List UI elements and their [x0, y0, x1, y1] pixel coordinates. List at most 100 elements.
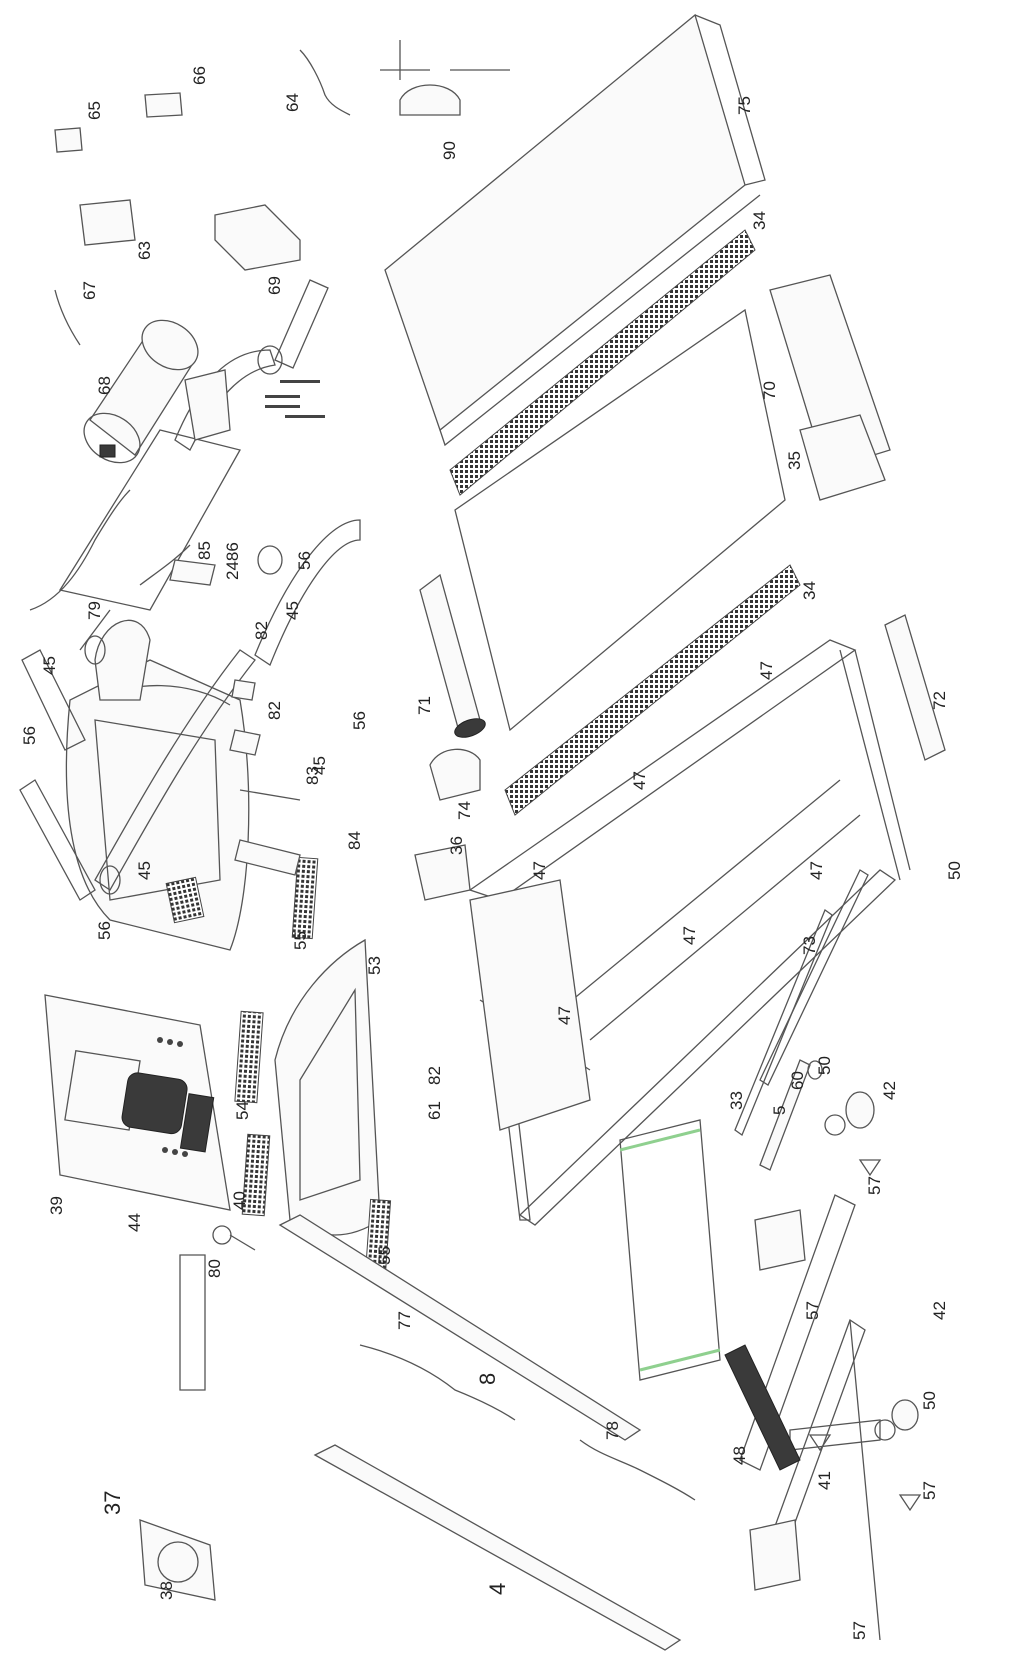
front-roller-part-71 — [419, 573, 486, 738]
console-display-part — [44, 994, 231, 1211]
pulse-sensor-part-84 — [234, 839, 301, 876]
label-p74: 74 — [455, 801, 474, 820]
console-base-plate-part — [139, 1519, 216, 1601]
label-p47b: 47 — [630, 771, 649, 790]
lift-tube-part-5 — [759, 1059, 811, 1171]
label-p82b: 82 — [252, 621, 271, 640]
label-p41: 41 — [815, 1471, 834, 1490]
label-p35: 35 — [785, 451, 804, 470]
label-p77: 77 — [395, 1311, 414, 1330]
label-p53: 53 — [365, 956, 384, 975]
filter-part-66 — [144, 92, 183, 118]
label-p42a: 42 — [880, 1081, 899, 1100]
label-p68: 68 — [95, 376, 114, 395]
label-p56d: 56 — [295, 551, 314, 570]
label-p71: 71 — [415, 696, 434, 715]
pulse-sensor-part-2486 — [169, 559, 216, 586]
motor-controller-part-69 — [214, 204, 301, 271]
label-p33: 33 — [727, 1091, 746, 1110]
label-p8: 8 — [475, 1373, 500, 1385]
motor-cover-part — [274, 938, 381, 1236]
label-p56b: 56 — [20, 726, 39, 745]
wheel-assembly-lower — [874, 1399, 919, 1441]
label-p37: 37 — [100, 1491, 125, 1515]
label-p50a: 50 — [945, 861, 964, 880]
label-p54: 54 — [233, 1101, 252, 1120]
label-p66: 66 — [190, 66, 209, 85]
label-p34a: 34 — [750, 211, 769, 230]
motor-bolts — [265, 380, 325, 418]
label-p45d: 45 — [283, 601, 302, 620]
rear-foot-part-74 — [429, 748, 481, 801]
console-cover-part — [94, 619, 151, 701]
inductor-part-65 — [54, 127, 83, 153]
label-p90: 90 — [440, 141, 459, 160]
wheel-assembly-upper — [807, 1060, 875, 1136]
label-p47a: 47 — [530, 861, 549, 880]
label-p57a: 57 — [865, 1176, 884, 1195]
motor-cover-grille-left — [241, 1133, 271, 1217]
label-p57d: 57 — [850, 1621, 869, 1640]
label-p67: 67 — [80, 281, 99, 300]
pulse-sensor-part-83 — [239, 789, 301, 801]
label-p63: 63 — [135, 241, 154, 260]
pulse-sensor-part-82b — [231, 679, 256, 701]
foam-grip-part-48 — [724, 1344, 801, 1471]
label-p47c: 47 — [757, 661, 776, 680]
power-cable-part-64 — [299, 49, 351, 116]
label-p60: 60 — [788, 1071, 807, 1090]
label-p47f: 47 — [807, 861, 826, 880]
running-deck-part — [384, 13, 766, 447]
running-belt-part-70 — [454, 308, 786, 732]
leveler-feet — [808, 1159, 922, 1512]
label-p80: 80 — [205, 1259, 224, 1278]
label-p36: 36 — [447, 836, 466, 855]
incline-actuator-part-73 — [759, 869, 869, 1086]
label-p56c: 56 — [350, 711, 369, 730]
label-p79: 79 — [85, 601, 104, 620]
label-p2486: 2486 — [223, 542, 242, 580]
label-p47e: 47 — [555, 1006, 574, 1025]
label-p42b: 42 — [930, 1301, 949, 1320]
label-p4: 4 — [485, 1583, 510, 1595]
label-p48: 48 — [730, 1446, 749, 1465]
cable-part-85 — [139, 544, 191, 586]
label-p45b: 45 — [40, 656, 59, 675]
label-p64: 64 — [283, 93, 302, 112]
label-p40: 40 — [230, 1191, 249, 1210]
label-p78: 78 — [603, 1421, 622, 1440]
label-p84: 84 — [345, 831, 364, 850]
label-p75: 75 — [735, 96, 754, 115]
label-p72: 72 — [930, 691, 949, 710]
rear-roller-part-72 — [884, 614, 946, 761]
label-p55b: 55 — [291, 931, 310, 950]
label-p83: 83 — [303, 766, 322, 785]
label-p44: 44 — [125, 1213, 144, 1232]
label-p45c: 45 — [310, 756, 329, 775]
motor-cover-grille-top — [291, 856, 319, 940]
side-rail-part-34-top — [449, 229, 756, 496]
label-p55a: 55 — [375, 1246, 394, 1265]
label-p5: 5 — [770, 1106, 789, 1115]
rear-end-cap-part-35 — [769, 274, 891, 501]
safety-key-part — [212, 1225, 256, 1251]
label-p70: 70 — [760, 381, 779, 400]
console-hood-part — [65, 659, 250, 951]
label-p61: 61 — [425, 1101, 444, 1120]
incline-lift-frame-part — [619, 1119, 721, 1381]
upright-part-4 — [313, 1444, 682, 1651]
main-frame-part — [468, 639, 911, 1226]
label-p73: 73 — [800, 936, 819, 955]
label-p57b: 57 — [803, 1301, 822, 1320]
power-cord-part-78 — [579, 1439, 696, 1501]
label-p47d: 47 — [680, 926, 699, 945]
lift-shaft-part-33 — [734, 908, 833, 1137]
upright-part-8 — [278, 1214, 642, 1441]
cable-part-77 — [359, 1344, 516, 1421]
drive-belt-guard-part-90 — [380, 40, 510, 116]
label-p65: 65 — [85, 101, 104, 120]
cable-part-79 — [29, 489, 131, 611]
label-p56a: 56 — [95, 921, 114, 940]
label-p50c: 50 — [920, 1391, 939, 1410]
